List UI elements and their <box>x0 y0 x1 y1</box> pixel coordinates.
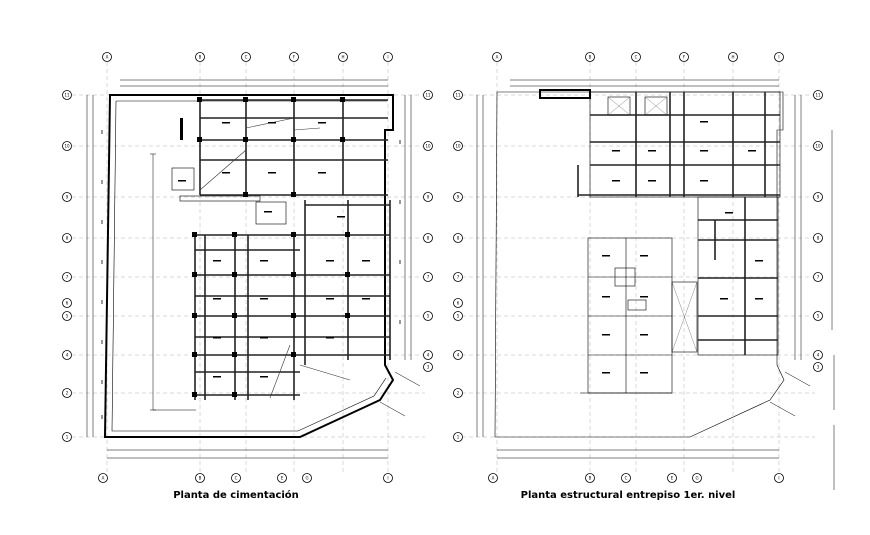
grid-label: 5 <box>427 314 430 319</box>
grid-label: 6 <box>66 301 69 306</box>
grid-label: 8 <box>66 236 69 241</box>
grid-label: 4 <box>66 353 69 358</box>
grid-label: 7 <box>817 275 820 280</box>
mezzanine-structural-plan: A B C F H I A B C E G I 11 10 9 8 7 6 5 … <box>453 52 835 501</box>
grid-label: 2 <box>457 391 460 396</box>
upper-beam-grid <box>199 99 388 196</box>
grid-label: 9 <box>427 195 430 200</box>
grid-label: 9 <box>66 195 69 200</box>
grid-label: 4 <box>817 353 820 358</box>
grid-label: 8 <box>427 236 430 241</box>
grid-bubbles-left: 11 10 9 8 7 6 5 4 2 1 <box>62 90 72 442</box>
grid-label: 4 <box>427 353 430 358</box>
perimeter-outline <box>494 91 785 438</box>
grid-bubbles-bottom: A B C E G I <box>98 473 393 483</box>
grid-bubbles-right: 11 10 9 8 7 5 4 3 <box>813 90 823 372</box>
grid-label: 1 <box>457 435 460 440</box>
grid-label: G <box>695 476 698 481</box>
grid-label: 2 <box>66 391 69 396</box>
grid-label: A <box>102 476 105 481</box>
grid-label: 5 <box>66 314 69 319</box>
lower-beam-grid <box>194 200 391 400</box>
grid-label: 8 <box>457 236 460 241</box>
upper-slab-frame <box>577 91 781 198</box>
grid-label: C <box>635 55 638 60</box>
dimension-lines <box>86 79 421 459</box>
grid-label: 11 <box>425 93 431 98</box>
grid-label: 10 <box>815 144 821 149</box>
grid-label: 3 <box>427 365 430 370</box>
grid-label: 11 <box>815 93 821 98</box>
grid-bubbles-right: 11 10 9 8 7 5 4 3 <box>423 90 433 372</box>
foundation-columns <box>180 97 350 397</box>
grid-label: 4 <box>457 353 460 358</box>
plan-title-foundation: Planta de cimentación <box>173 489 299 501</box>
grid-label: C <box>235 476 238 481</box>
grid-bubbles-left: 11 10 9 8 7 6 5 4 2 1 <box>453 90 463 442</box>
lower-slab-frame <box>580 196 779 394</box>
perimeter-wall <box>103 94 395 438</box>
grid-label: C <box>245 55 248 60</box>
grid-label: 10 <box>455 144 461 149</box>
dimension-lines <box>476 79 835 490</box>
grid-bubbles-bottom: A B C E G I <box>488 473 784 483</box>
grid-label: F <box>293 55 296 60</box>
grid-bubbles-top: A B C F H I <box>492 52 784 62</box>
grid-label: E <box>281 476 284 481</box>
room-tags <box>602 121 763 374</box>
grid-label: B <box>589 55 592 60</box>
grid-lines <box>462 62 815 472</box>
grid-label: I <box>387 476 388 481</box>
wall-ticks-left <box>101 130 401 419</box>
grid-label: E <box>671 476 674 481</box>
grid-label: A <box>496 55 499 60</box>
grid-label: 7 <box>457 275 460 280</box>
grid-label: C <box>625 476 628 481</box>
grid-label: 8 <box>817 236 820 241</box>
grid-label: I <box>778 476 779 481</box>
grid-label: 9 <box>817 195 820 200</box>
grid-label: 7 <box>66 275 69 280</box>
grid-label: F <box>683 55 686 60</box>
grid-label: 6 <box>457 301 460 306</box>
grid-label: B <box>199 476 202 481</box>
room-tags <box>178 122 370 378</box>
stair-openings <box>607 96 698 353</box>
plan-title-mezzanine: Planta estructural entrepiso 1er. nivel <box>521 490 736 501</box>
grid-label: 5 <box>457 314 460 319</box>
grid-label: 3 <box>817 365 820 370</box>
grid-label: A <box>492 476 495 481</box>
grid-label: H <box>731 55 734 60</box>
grid-label: 10 <box>425 144 431 149</box>
grid-label: H <box>341 55 344 60</box>
grid-label: 11 <box>64 93 70 98</box>
grid-bubbles-top: A B C F H I <box>102 52 393 62</box>
grid-label: 1 <box>66 435 69 440</box>
grid-label: 11 <box>455 93 461 98</box>
grid-label: B <box>589 476 592 481</box>
grid-label: 7 <box>427 275 430 280</box>
grid-label: A <box>106 55 109 60</box>
grid-label: I <box>387 55 388 60</box>
grid-label: 9 <box>457 195 460 200</box>
grid-label: I <box>778 55 779 60</box>
grid-label: G <box>305 476 308 481</box>
grid-label: B <box>199 55 202 60</box>
grid-label: 5 <box>817 314 820 319</box>
grid-label: 10 <box>64 144 70 149</box>
foundation-plan: A B C F H I A B C E G I 11 10 9 8 7 6 5 … <box>62 52 433 501</box>
